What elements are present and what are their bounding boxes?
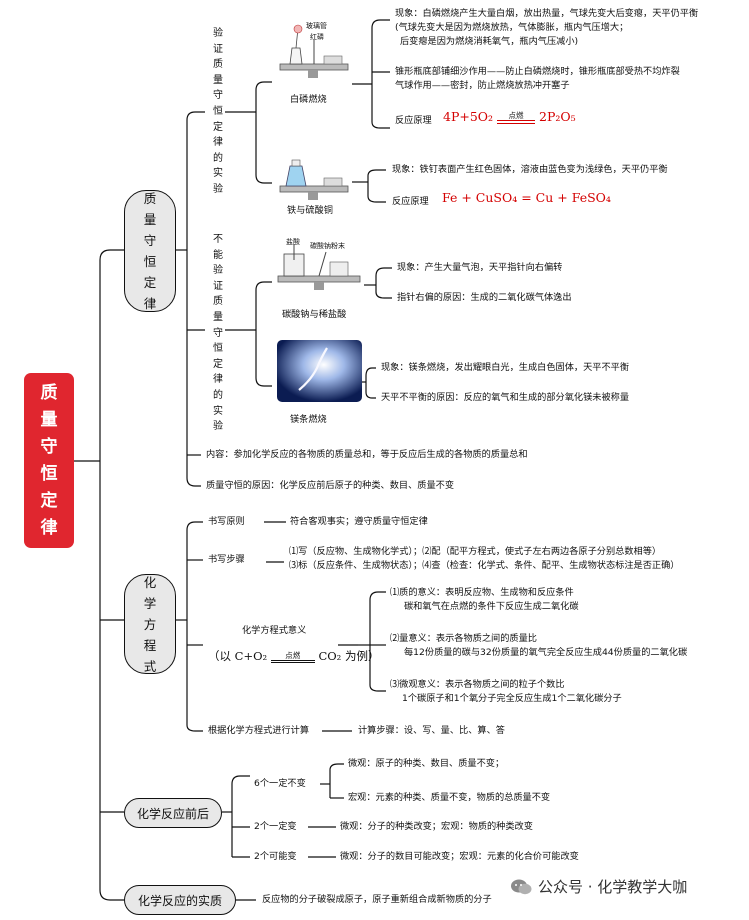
carbonate-phenomenon: 现象：产生大量气泡，天平指针向右偏转 [397,262,563,273]
meaning-1-line2: 碳和氧气在点燃的条件下反应生成二氧化碳 [404,601,579,612]
magnesium-name: 镁条燃烧 [290,414,327,425]
writing-principle-label: 书写原则 [208,516,245,527]
magnesium-burning-image [277,340,362,402]
iron-name: 铁与硫酸铜 [287,205,333,216]
phosphorus-equation: 4P+5O₂ 点燃 2P₂O₅ [443,109,576,124]
carbonate-img-label-2: 碳酸钠粉末 [310,242,345,250]
phosphorus-phenomenon-3: 后变瘪是因为燃烧消耗氧气，瓶内气压减小) [400,36,579,47]
root-title: 质量守恒定律 [40,382,58,538]
iron-principle-label: 反应原理 [392,196,429,207]
phosphorus-img-label-1: 玻璃管 [306,22,327,30]
magnesium-reason: 天平不平衡的原因：反应的氧气和生成的部分氧化镁未被称量 [381,392,630,403]
essence-node-title: 化学反应的实质 [137,893,222,908]
meaning-2-line1: ⑵量意义：表示各物质之间的质量比 [390,633,537,644]
phosphorus-phenomenon-1: 现象：白磷燃烧产生大量白烟，放出热量，气球先变大后变瘪，天平仍平衡 [395,8,699,19]
magnesium-phenomenon: 现象：镁条燃烧，发出耀眼白光，生成白色固体，天平不平衡 [381,362,630,373]
wechat-icon [511,879,532,894]
meaning-1-line1: ⑴质的意义：表明反应物、生成物和反应条件 [390,587,574,598]
meaning-example: （以 C+O₂ 点燃 CO₂ 为例） [208,648,379,664]
writing-principle: 符合客观事实；遵守质量守恒定律 [290,516,428,527]
iron-apparatus-image [279,159,349,200]
law-node: 质量守恒定律 [124,190,176,312]
phosphorus-function-1: 锥形瓶底部铺细沙作用——防止白磷燃烧时，锥形瓶底部受热不均炸裂 [395,66,680,77]
equation-node: 化学方程式 [124,574,176,674]
writing-steps-2: ⑶标（反应条件、生成物状态）；⑷查（检查：化学式、条件、配平、生成物状态标注是否… [289,560,680,571]
root-node: 质量守恒定律 [24,373,74,548]
two-maybe: 微观：分子的数目可能改变；宏观：元素的化合价可能改变 [340,851,579,862]
iron-equation: Fe + CuSO₄ = Cu + FeSO₄ [442,190,611,205]
two-change-label: 2个一定变 [254,821,297,832]
equation-node-title: 化学方程式 [143,574,157,674]
carbonate-reason: 指针右偏的原因：生成的二氧化碳气体逸出 [397,292,572,303]
meaning-3-line2: 1个碳原子和1个氧分子完全反应生成1个二氧化碳分子 [402,693,622,704]
phosphorus-eq-right: 2P₂O₅ [539,109,576,124]
six-unchanged-label: 6个一定不变 [254,778,306,789]
carbonate-img-label-1: 盐酸 [286,238,300,246]
phosphorus-eq-cond: 点燃 [508,111,524,121]
six-unchanged-macro: 宏观：元素的种类、质量不变，物质的总质量不变 [348,792,551,803]
phosphorus-function-2: 气球作用——密封，防止燃烧放热冲开塞子 [395,80,570,91]
meaning-example-arrow: 点燃 [270,650,315,664]
iron-phenomenon: 现象：铁钉表面产生红色固体，溶液由蓝色变为浅绿色，天平仍平衡 [392,164,668,175]
not-verify-label: 不能验证质量守恒定律的实验 [213,234,223,433]
before-after-node-title: 化学反应前后 [136,806,209,821]
carbonate-apparatus-image [277,244,361,290]
essence-node: 化学反应的实质 [124,885,236,915]
calc-steps: 计算步骤：设、写、量、比、算、答 [358,725,505,736]
carbonate-name: 碳酸钠与稀盐酸 [282,309,347,320]
writing-steps-label: 书写步骤 [208,554,245,565]
essence-text: 反应物的分子破裂成原子，原子重新组合成新物质的分子 [262,894,492,905]
meaning-3-line1: ⑶微观意义：表示各物质之间的粒子个数比 [390,679,565,690]
watermark: 公众号 · 化学教学大咖 [510,876,687,897]
meaning-label: 化学方程式意义 [242,625,307,636]
six-unchanged-micro: 微观：原子的种类、数目、质量不变； [348,758,505,769]
phosphorus-eq-left: 4P+5O₂ [443,109,494,124]
phosphorus-phenomenon-2: (气球先变大是因为燃烧放热，气体膨胀，瓶内气压增大； [395,22,629,33]
law-content: 内容：参加化学反应的各物质的质量总和，等于反应后生成的各物质的质量总和 [206,449,528,460]
calc-label: 根据化学方程式进行计算 [208,725,310,736]
verify-label: 验证质量守恒定律的实验 [213,28,223,195]
phosphorus-name: 白磷燃烧 [290,94,327,105]
meaning-example-suffix: CO₂ 为例） [318,649,380,663]
law-node-title: 质量守恒定律 [143,191,157,311]
phosphorus-principle-label: 反应原理 [395,115,432,126]
two-change: 微观：分子的种类改变；宏观：物质的种类改变 [340,821,533,832]
phosphorus-apparatus-image [279,24,349,78]
watermark-text: 公众号 · 化学教学大咖 [538,878,688,896]
phosphorus-eq-arrow: 点燃 [497,111,536,124]
two-maybe-label: 2个可能变 [254,851,297,862]
meaning-example-prefix: （以 C+O₂ [208,649,268,663]
writing-steps-1: ⑴写（反应物、生成物化学式）；⑵配（配平方程式，使式子左右两边各原子分别总数相等… [289,546,662,557]
meaning-2-line2: 每12份质量的碳与32份质量的氧气完全反应生成44份质量的二氧化碳 [404,647,688,658]
phosphorus-img-label-2: 红磷 [310,33,324,41]
law-reason: 质量守恒的原因：化学反应前后原子的种类、数目、质量不变 [206,480,455,491]
meaning-example-cond: 点燃 [285,650,301,660]
before-after-node: 化学反应前后 [124,798,222,828]
